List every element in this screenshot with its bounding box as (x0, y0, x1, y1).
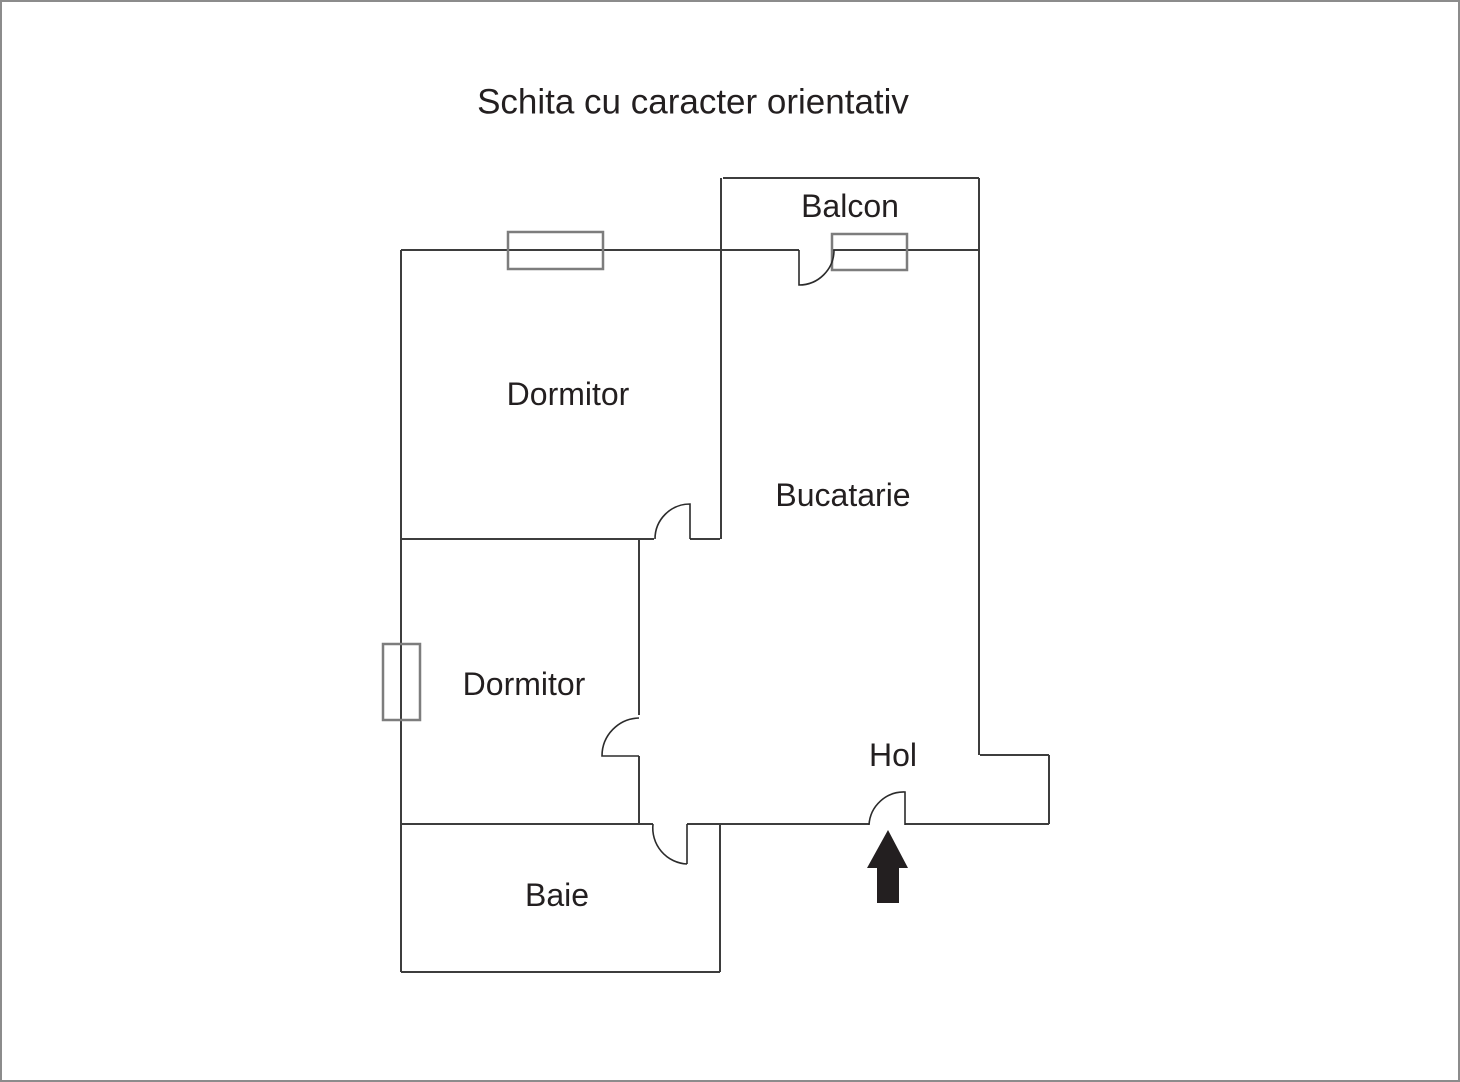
room-label-dormitor-bottom: Dormitor (463, 666, 586, 702)
window-dormitor-left (381, 642, 422, 722)
entrance-arrow-icon (867, 830, 908, 903)
page-title: Schita cu caracter orientativ (477, 83, 909, 122)
wall-lines (400, 177, 1050, 973)
door-dormitor-bottom (601, 717, 640, 757)
room-labels: Balcon Dormitor Bucatarie Dormitor Hol B… (463, 188, 917, 913)
room-label-balcon: Balcon (801, 188, 899, 224)
walls (400, 177, 1050, 973)
door-dormitor-top (654, 503, 691, 540)
room-label-bucatarie: Bucatarie (775, 477, 910, 513)
windows (381, 230, 909, 722)
door-baie (651, 823, 688, 865)
room-label-hol: Hol (869, 737, 917, 773)
room-label-baie: Baie (525, 877, 589, 913)
door-balcon (798, 249, 835, 286)
doors (601, 249, 906, 865)
door-entrance (868, 791, 906, 826)
window-dormitor-top (506, 230, 605, 271)
window-balcon (830, 232, 909, 272)
room-label-dormitor-top: Dormitor (507, 376, 630, 412)
